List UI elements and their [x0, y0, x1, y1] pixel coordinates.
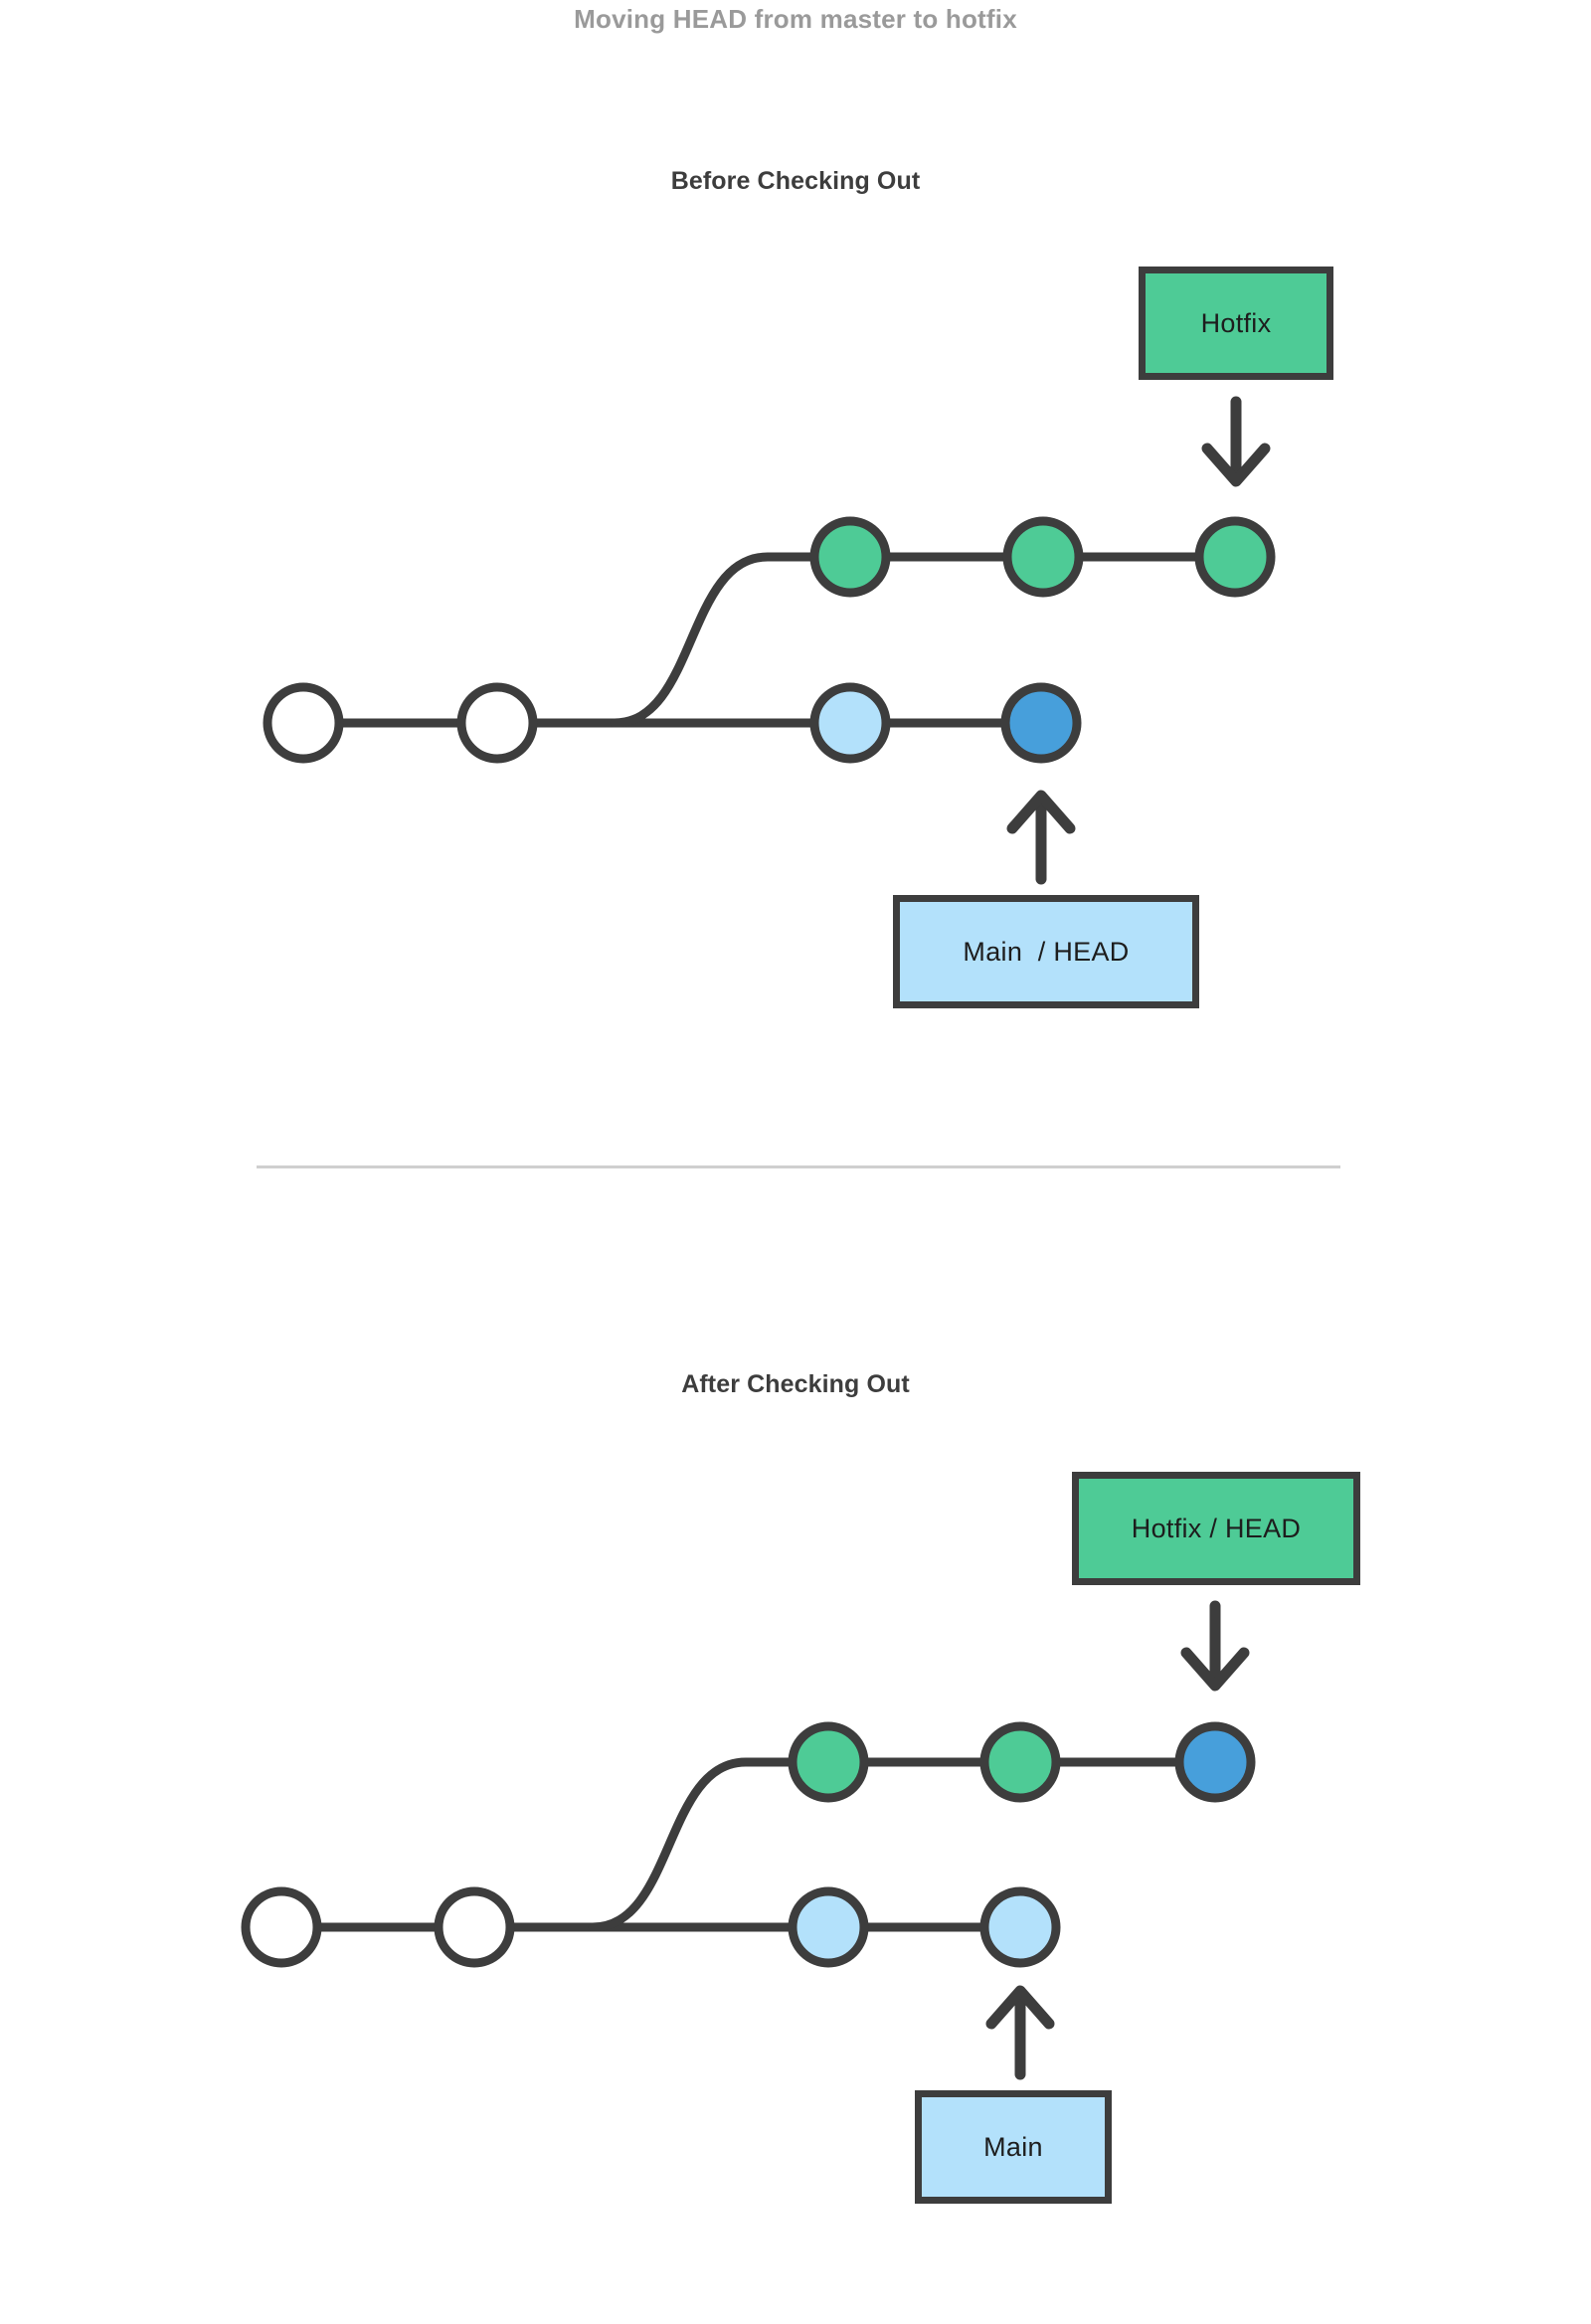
arrow-down-icon-hotfix-head	[1180, 1600, 1250, 1692]
ref-box-hotfix[interactable]: Hotfix	[1139, 267, 1333, 380]
commit-node-main2-2[interactable]	[434, 1886, 515, 1968]
commit-node-main-4-head[interactable]	[1000, 682, 1082, 764]
ref-box-hotfix-head[interactable]: Hotfix / HEAD	[1072, 1472, 1360, 1585]
commit-node-hotfix2-1[interactable]	[788, 1721, 869, 1803]
commit-node-hotfix-2[interactable]	[1002, 516, 1084, 598]
arrow-up-icon-main-head	[1006, 790, 1076, 885]
arrow-up-icon-main	[985, 1985, 1055, 2080]
commit-node-hotfix-1[interactable]	[809, 516, 891, 598]
section-heading-after: After Checking Out	[681, 1370, 910, 1398]
edge-branch-curve-after	[588, 1757, 833, 1932]
commit-node-hotfix-3[interactable]	[1194, 516, 1276, 598]
graph-after	[241, 1600, 1256, 2080]
commit-node-hotfix2-3-head[interactable]	[1174, 1721, 1256, 1803]
ref-box-main-head[interactable]: Main / HEAD	[893, 895, 1199, 1008]
commit-node-main2-1[interactable]	[241, 1886, 322, 1968]
commit-node-main-2[interactable]	[456, 682, 538, 764]
edge-branch-curve	[610, 552, 855, 728]
commit-node-main2-3[interactable]	[788, 1886, 869, 1968]
commit-node-main-3[interactable]	[809, 682, 891, 764]
commit-node-hotfix2-2[interactable]	[979, 1721, 1061, 1803]
commit-node-main-1[interactable]	[263, 682, 344, 764]
section-heading-before: Before Checking Out	[670, 167, 921, 195]
commit-node-main2-4[interactable]	[979, 1886, 1061, 1968]
arrow-down-icon-hotfix	[1201, 396, 1271, 487]
ref-box-main[interactable]: Main	[915, 2090, 1112, 2204]
graph-before	[263, 396, 1276, 885]
section-divider	[257, 1165, 1340, 1168]
page-title: Moving HEAD from master to hotfix	[574, 4, 1017, 34]
